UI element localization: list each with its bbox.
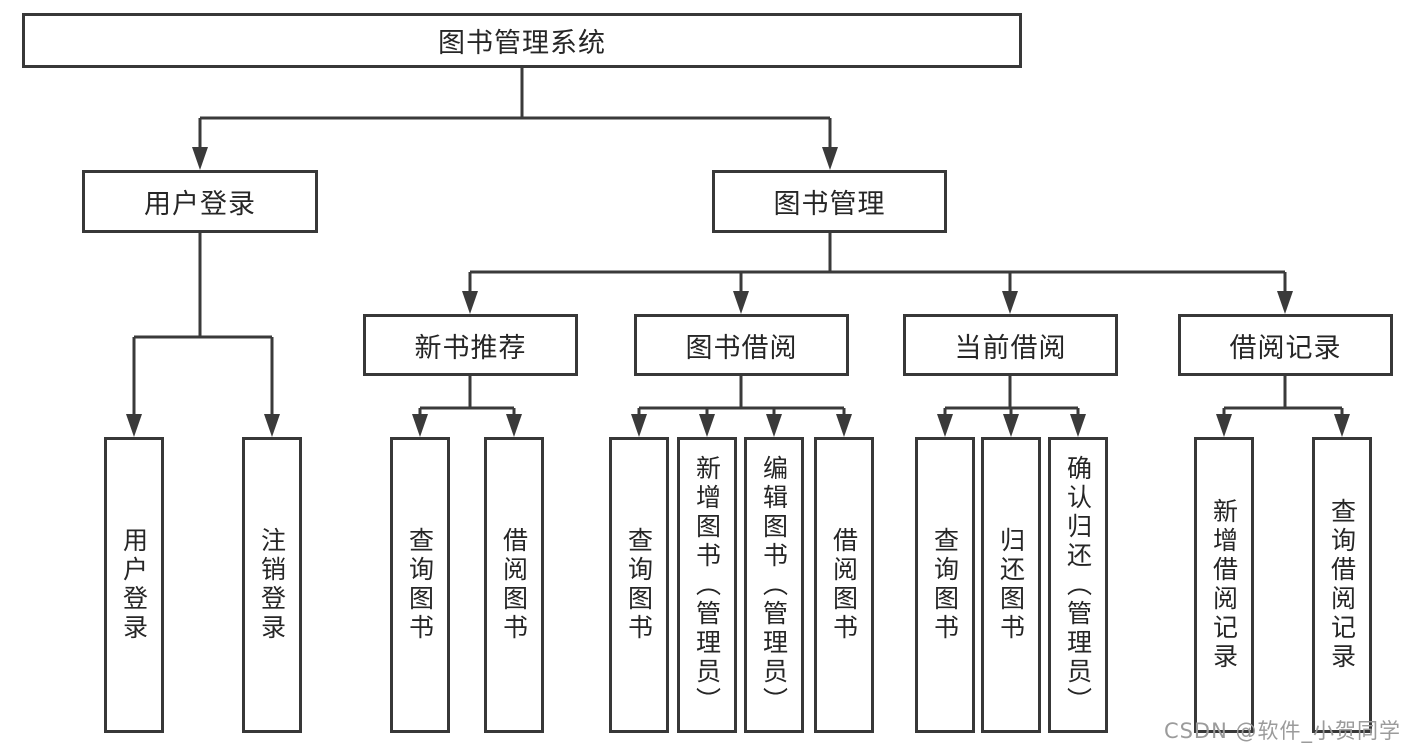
arrow-down-icon [264, 414, 280, 437]
node-book-borrowing-label: 图书借阅 [685, 332, 798, 364]
arrow-down-icon [462, 291, 478, 314]
connector-book-borrow-to-leaves [631, 376, 852, 437]
node-leaf-confirm-return-admin-label: 确认归还（管理员） [1063, 454, 1093, 716]
node-leaf-query-borrow-record-label: 查询借阅记录 [1327, 498, 1357, 672]
arrow-down-icon [126, 414, 142, 437]
node-leaf-query-borrow-record: 查询借阅记录 [1312, 437, 1372, 733]
node-book-borrowing: 图书借阅 [634, 314, 849, 376]
arrow-down-icon [699, 414, 715, 437]
node-leaf-edit-books-admin: 编辑图书（管理员） [744, 437, 804, 733]
node-leaf-add-books-admin-label: 新增图书（管理员） [692, 454, 722, 716]
node-leaf-logout-label: 注销登录 [257, 527, 287, 643]
node-borrowing-records-label: 借阅记录 [1229, 332, 1342, 364]
node-leaf-borrow-books-1-label: 借阅图书 [499, 527, 529, 643]
node-new-book-recommend-label: 新书推荐 [414, 332, 527, 364]
arrow-down-icon [766, 414, 782, 437]
connector-current-borrow-to-leaves [937, 376, 1086, 437]
node-leaf-query-books-2: 查询图书 [609, 437, 669, 733]
node-leaf-add-borrow-record-label: 新增借阅记录 [1209, 498, 1239, 672]
arrow-down-icon [412, 414, 428, 437]
node-leaf-query-books-3: 查询图书 [915, 437, 975, 733]
node-leaf-borrow-books-2-label: 借阅图书 [829, 527, 859, 643]
connector-new-book-rec-to-leaves [412, 376, 522, 437]
arrow-down-icon [506, 414, 522, 437]
node-leaf-add-books-admin: 新增图书（管理员） [677, 437, 737, 733]
node-leaf-query-books-3-label: 查询图书 [930, 527, 960, 643]
node-leaf-query-books-2-label: 查询图书 [624, 527, 654, 643]
node-leaf-query-books-1-label: 查询图书 [405, 527, 435, 643]
node-leaf-edit-books-admin-label: 编辑图书（管理员） [759, 454, 789, 716]
arrow-down-icon [1003, 414, 1019, 437]
arrow-down-icon [192, 147, 208, 170]
connector-borrow-record-to-leaves [1216, 376, 1350, 437]
node-leaf-user-login-label: 用户登录 [119, 527, 149, 643]
arrow-down-icon [631, 414, 647, 437]
node-leaf-query-books-1: 查询图书 [390, 437, 450, 733]
connector-book-mgmt-to-level3 [462, 233, 1293, 314]
node-book-management: 图书管理 [712, 170, 947, 233]
node-user-login-label: 用户登录 [144, 189, 256, 220]
node-root-system: 图书管理系统 [22, 13, 1022, 68]
arrow-down-icon [1216, 414, 1232, 437]
node-root-system-label: 图书管理系统 [438, 28, 606, 59]
arrow-down-icon [937, 414, 953, 437]
connector-root-to-level2 [192, 67, 838, 170]
arrow-down-icon [1070, 414, 1086, 437]
node-current-borrowing-label: 当前借阅 [954, 332, 1067, 364]
arrow-down-icon [1277, 291, 1293, 314]
node-leaf-logout: 注销登录 [242, 437, 302, 733]
arrow-down-icon [1002, 291, 1018, 314]
node-leaf-borrow-books-1: 借阅图书 [484, 437, 544, 733]
node-leaf-add-borrow-record: 新增借阅记录 [1194, 437, 1254, 733]
watermark: CSDN @软件_小贺同学 [1163, 719, 1401, 743]
arrow-down-icon [836, 414, 852, 437]
node-leaf-return-books: 归还图书 [981, 437, 1041, 733]
node-user-login: 用户登录 [82, 170, 318, 233]
node-leaf-return-books-label: 归还图书 [996, 527, 1026, 643]
connector-user-login-to-leaves [126, 233, 280, 437]
node-borrowing-records: 借阅记录 [1178, 314, 1393, 376]
node-book-management-label: 图书管理 [773, 189, 886, 220]
node-current-borrowing: 当前借阅 [903, 314, 1118, 376]
arrow-down-icon [1334, 414, 1350, 437]
node-leaf-user-login: 用户登录 [104, 437, 164, 733]
arrow-down-icon [733, 291, 749, 314]
node-new-book-recommend: 新书推荐 [363, 314, 578, 376]
arrow-down-icon [822, 147, 838, 170]
node-leaf-confirm-return-admin: 确认归还（管理员） [1048, 437, 1108, 733]
node-leaf-borrow-books-2: 借阅图书 [814, 437, 874, 733]
